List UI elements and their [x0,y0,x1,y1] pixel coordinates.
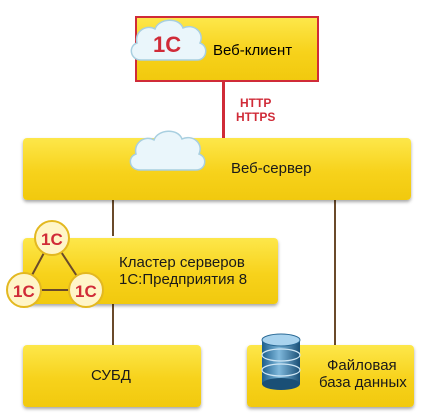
1c-logo-icon: 1С [34,220,70,256]
1c-logo-icon: 1С [153,32,181,57]
svg-text:1С: 1С [41,230,63,249]
server-filedb-connector [334,200,336,345]
protocol-http: HTTP [240,96,272,110]
cluster-triangle: 1С 1С 1С [6,220,104,308]
cluster-label-line2: 1С:Предприятия 8 [119,271,248,288]
file-db-label-line2: база данных [319,374,407,391]
web-client-label: Веб-клиент [213,42,293,59]
svg-text:1С: 1С [75,282,97,301]
server-cluster-connector [112,200,114,236]
web-server-label: Веб-сервер [231,160,312,177]
1c-logo-icon: 1С [68,272,104,308]
file-db-label-line1: Файловая [327,357,397,374]
svg-text:1С: 1С [13,282,35,301]
dbms-label: СУБД [91,367,131,384]
cloud-icon [129,130,206,171]
database-icon [261,333,301,390]
web-server-box: Веб-сервер [23,138,411,200]
http-connector [222,82,225,138]
cluster-label-line1: Кластер серверов [119,254,245,271]
1c-logo-icon: 1С [6,272,42,308]
protocol-https: HTTPS [236,110,276,124]
protocol-labels: HTTP HTTPS [236,96,275,124]
web-client-box: 1С Веб-клиент [130,16,319,82]
cloud-icon: 1С [130,19,207,61]
dbms-box: СУБД [23,345,201,407]
cluster-dbms-connector [112,304,114,345]
